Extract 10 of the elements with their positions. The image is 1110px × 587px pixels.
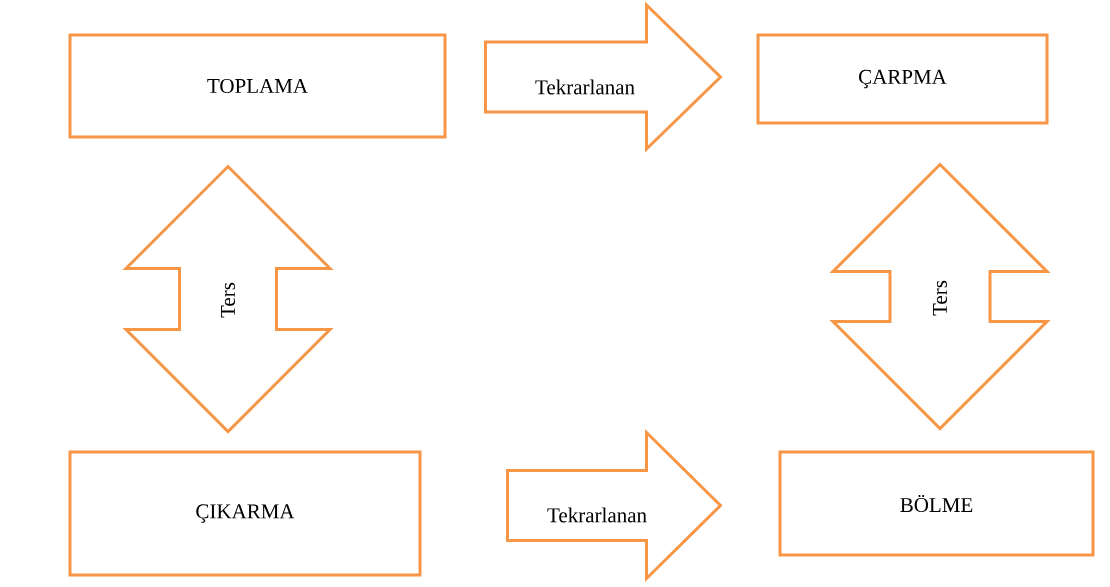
process-box: ÇARPMA: [756, 33, 1049, 125]
process-box: ÇIKARMA: [68, 450, 422, 577]
process-box: TOPLAMA: [68, 33, 447, 139]
process-box: BÖLME: [778, 450, 1095, 557]
edge-label: Ters: [220, 281, 236, 319]
edge-label: Tekrarlanan: [534, 78, 636, 96]
block-arrow: [506, 428, 723, 583]
edge-label: Ters: [932, 279, 948, 317]
block-arrow: [484, 1, 723, 153]
edge-label: Tekrarlanan: [546, 506, 648, 524]
